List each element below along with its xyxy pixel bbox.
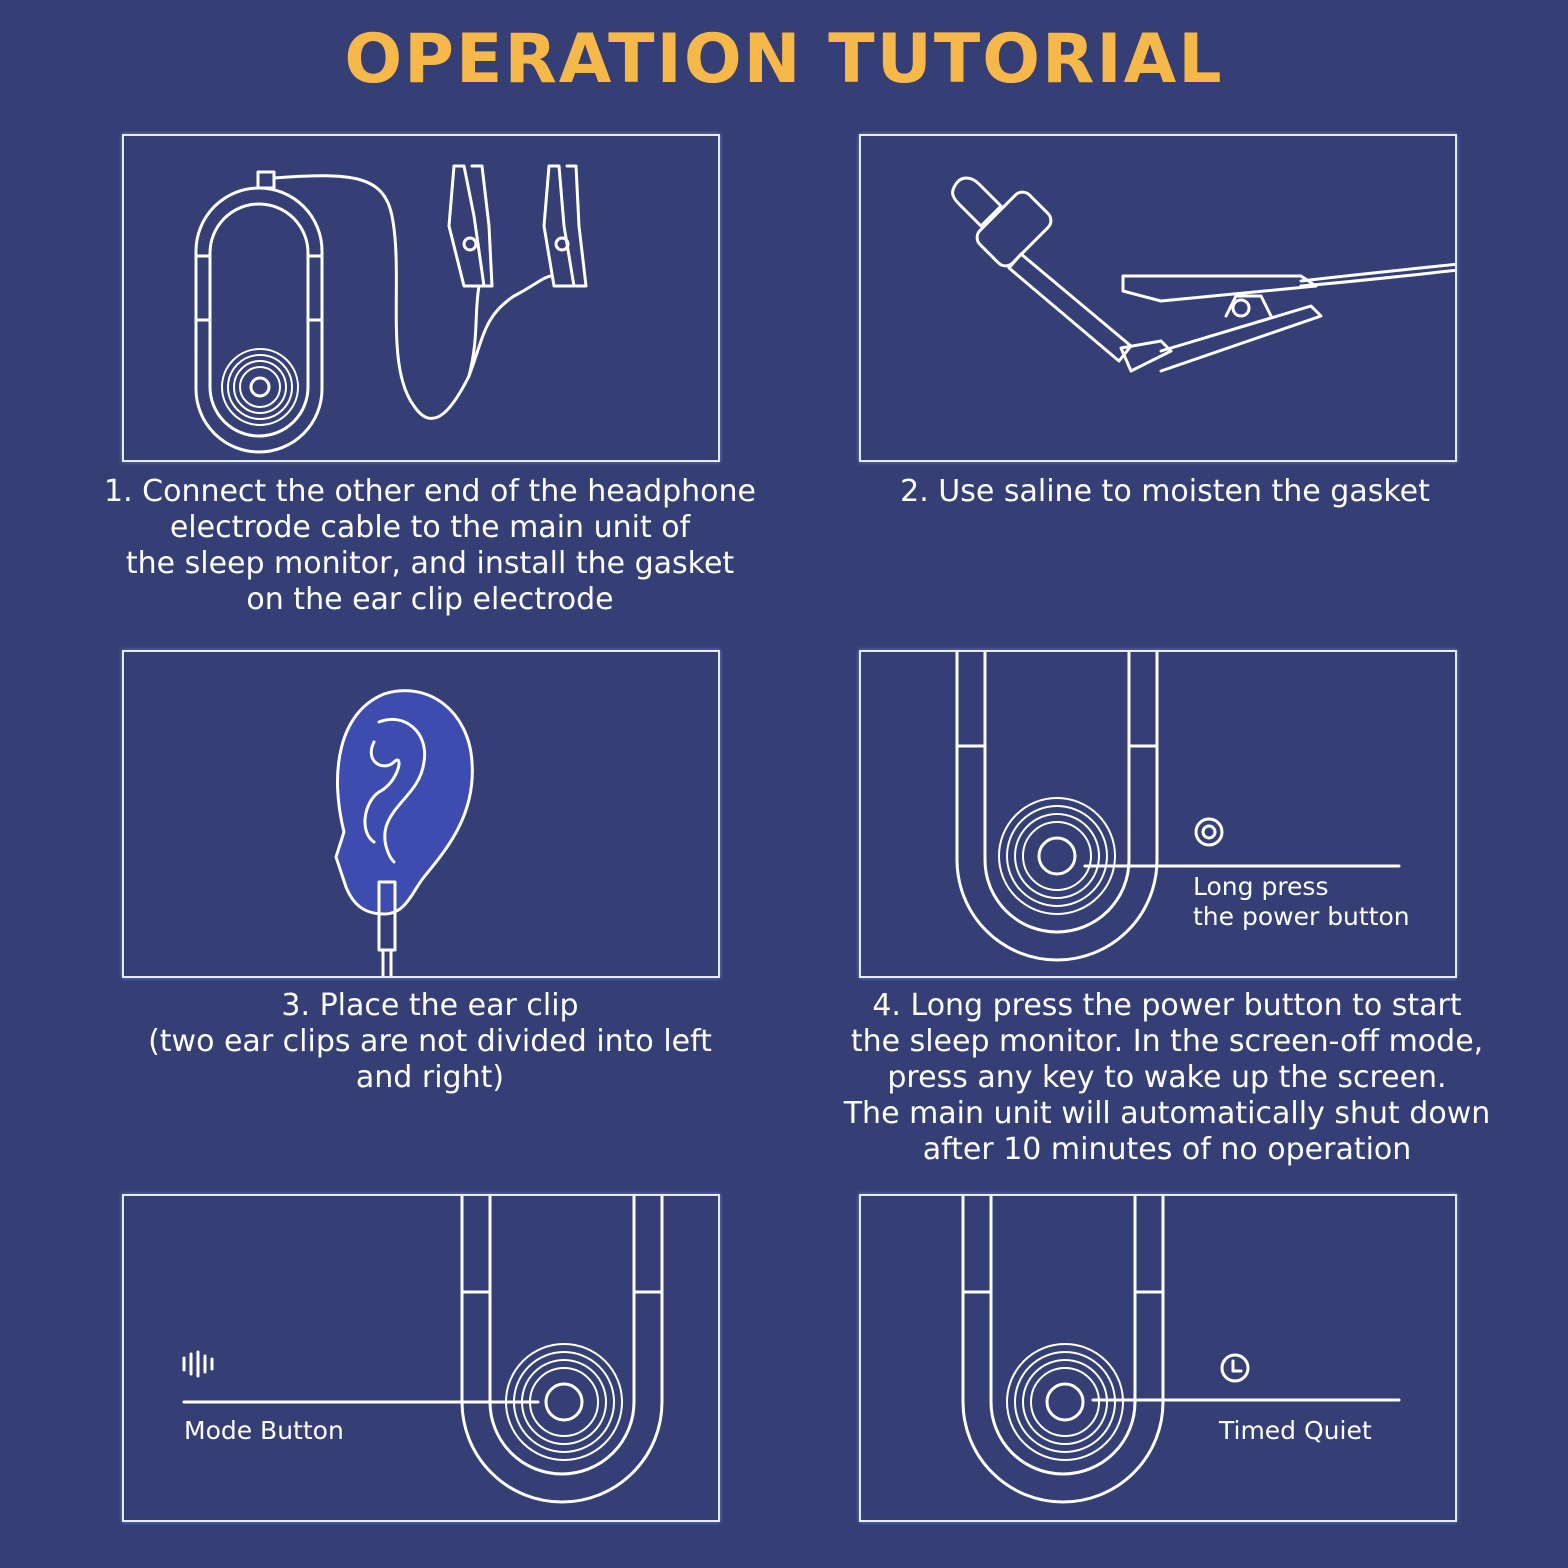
step-1-caption: 1. Connect the other end of the headphon…	[103, 474, 757, 617]
electrode-cable	[272, 174, 554, 420]
wave-icon	[182, 1350, 214, 1378]
step-1-illustration	[122, 134, 720, 462]
step-2-illustration	[859, 134, 1457, 462]
page-title: OPERATION TUTORIAL	[344, 20, 1224, 99]
ear-clip-left	[447, 164, 494, 288]
main-unit-device	[194, 170, 324, 454]
mode-button-label: Mode Button	[184, 1416, 344, 1445]
main-unit-closeup	[961, 1196, 1165, 1504]
step-2-caption: 2. Use saline to moisten the gasket	[900, 474, 1430, 509]
timed-quiet-label: Timed Quiet	[1219, 1416, 1372, 1445]
step-3-illustration	[122, 650, 720, 978]
ear-clip-with-gasket	[1119, 262, 1455, 373]
clock-icon	[1220, 1353, 1250, 1383]
ear-illustration	[334, 689, 474, 916]
power-button-label: Long press the power button	[1193, 872, 1410, 931]
main-unit-closeup	[955, 652, 1159, 962]
ear-clip-right	[542, 164, 588, 288]
power-icon	[1194, 817, 1224, 847]
saline-dropper	[951, 176, 1133, 363]
mode-button-illustration: Mode Button	[122, 1194, 720, 1522]
ear-clip-electrode	[377, 880, 397, 976]
timed-quiet-illustration: Timed Quiet	[859, 1194, 1457, 1522]
step-3-caption: 3. Place the ear clip (two ear clips are…	[148, 988, 712, 1095]
step-4-caption: 4. Long press the power button to start …	[843, 988, 1491, 1167]
step-4-illustration: Long press the power button	[859, 650, 1457, 978]
main-unit-closeup	[460, 1196, 664, 1504]
